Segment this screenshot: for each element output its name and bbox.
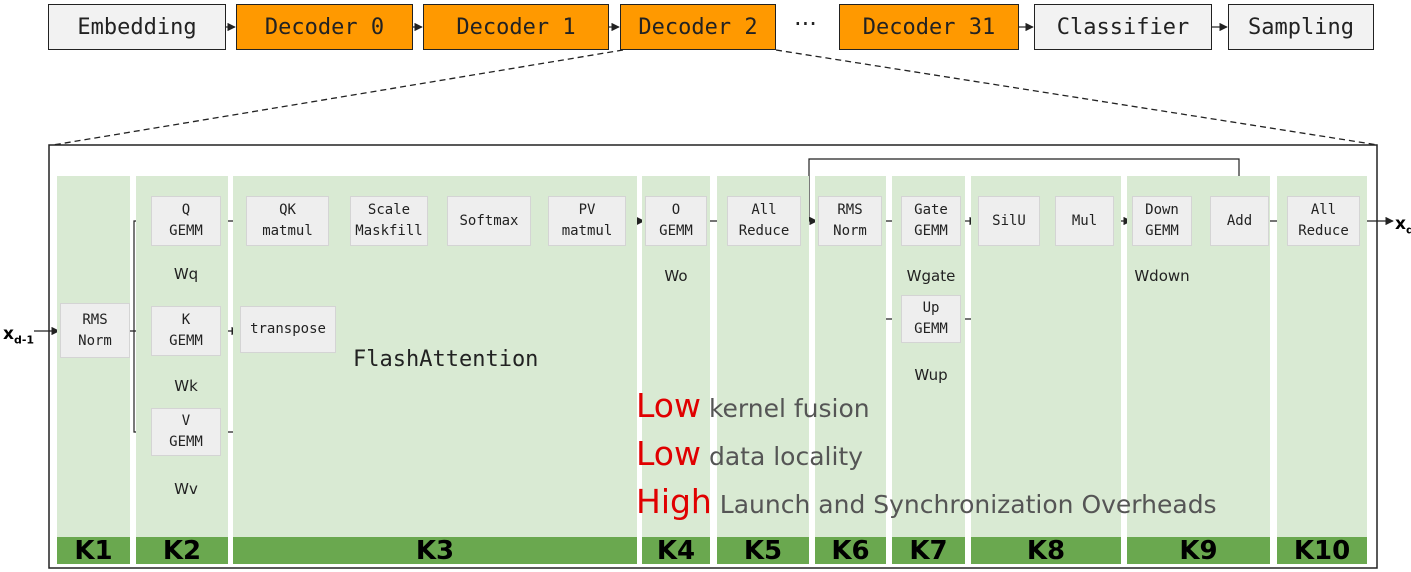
stage-decoder-0: Decoder 0 [236, 4, 413, 50]
note-text: data locality [701, 442, 863, 471]
op-up-gemm: Up GEMM [901, 295, 961, 343]
stage-sampling: Sampling [1228, 4, 1374, 50]
weight-wk: Wk [174, 377, 198, 395]
op-qk-matmul: QK matmul [246, 196, 329, 246]
note-kernel-fusion: Low kernel fusion [636, 386, 870, 425]
kernel-label-k9: K9 [1127, 536, 1270, 566]
note-data-locality: Low data locality [636, 434, 863, 473]
weight-wq: Wq [173, 265, 199, 283]
weight-wup: Wup [914, 366, 948, 384]
kernel-label-k7: K7 [892, 536, 965, 566]
output-base: x [1395, 214, 1406, 234]
input-x-d-minus-1: xd-1 [3, 324, 34, 346]
op-softmax: Softmax [447, 196, 531, 246]
kernel-label-k5: K5 [717, 536, 809, 566]
op-silu: SilU [978, 196, 1040, 246]
weight-wgate: Wgate [906, 267, 956, 285]
weight-wo: Wo [664, 267, 688, 285]
note-text: Launch and Synchronization Overheads [711, 490, 1217, 519]
weight-wv: Wv [174, 480, 198, 498]
zoom-line-left [52, 49, 624, 146]
input-base: x [3, 324, 14, 344]
op-q-gemm: Q GEMM [151, 196, 221, 246]
note-text: kernel fusion [701, 394, 870, 423]
stage-decoder-1: Decoder 1 [423, 4, 609, 50]
note-keyword: High [636, 482, 712, 521]
output-subscript: d [1405, 223, 1411, 237]
zoom-line-right [775, 49, 1379, 146]
op-all-reduce-1: All Reduce [727, 196, 801, 246]
note-keyword: Low [636, 434, 701, 473]
flash-attention-label: FlashAttention [353, 347, 539, 372]
op-rms-norm-1: RMS Norm [60, 303, 130, 358]
pipeline-ellipsis: ··· [794, 10, 817, 38]
op-o-gemm: O GEMM [645, 196, 707, 246]
weight-wdown: Wdown [1134, 267, 1190, 285]
output-x-d: xd [1395, 214, 1411, 236]
stage-embedding: Embedding [48, 4, 226, 50]
op-down-gemm: Down GEMM [1132, 196, 1192, 246]
op-gate-gemm: Gate GEMM [901, 196, 961, 246]
kernel-label-k8: K8 [971, 536, 1121, 566]
op-all-reduce-2: All Reduce [1287, 196, 1360, 246]
op-v-gemm: V GEMM [151, 408, 221, 456]
kernel-label-k2: K2 [136, 536, 228, 566]
kernel-label-k10: K10 [1277, 536, 1367, 566]
stage-decoder-2: Decoder 2 [620, 4, 776, 50]
note-keyword: Low [636, 386, 701, 425]
op-rms-norm-2: RMS Norm [818, 196, 882, 246]
kernel-label-k4: K4 [642, 536, 710, 566]
op-mul: Mul [1055, 196, 1114, 246]
detail-frame [48, 144, 1378, 569]
kernel-label-k6: K6 [815, 536, 886, 566]
stage-classifier: Classifier [1034, 4, 1212, 50]
input-subscript: d-1 [13, 333, 35, 347]
kernel-label-k3: K3 [233, 536, 637, 566]
stage-decoder-31: Decoder 31 [839, 4, 1019, 50]
note-launch-overheads: High Launch and Synchronization Overhead… [636, 482, 1217, 521]
op-add: Add [1210, 196, 1269, 246]
op-k-gemm: K GEMM [151, 306, 221, 356]
op-scale-maskfill: Scale Maskfill [350, 196, 428, 246]
kernel-label-k1: K1 [57, 536, 130, 566]
op-pv-matmul: PV matmul [548, 196, 626, 246]
op-transpose: transpose [240, 306, 336, 353]
